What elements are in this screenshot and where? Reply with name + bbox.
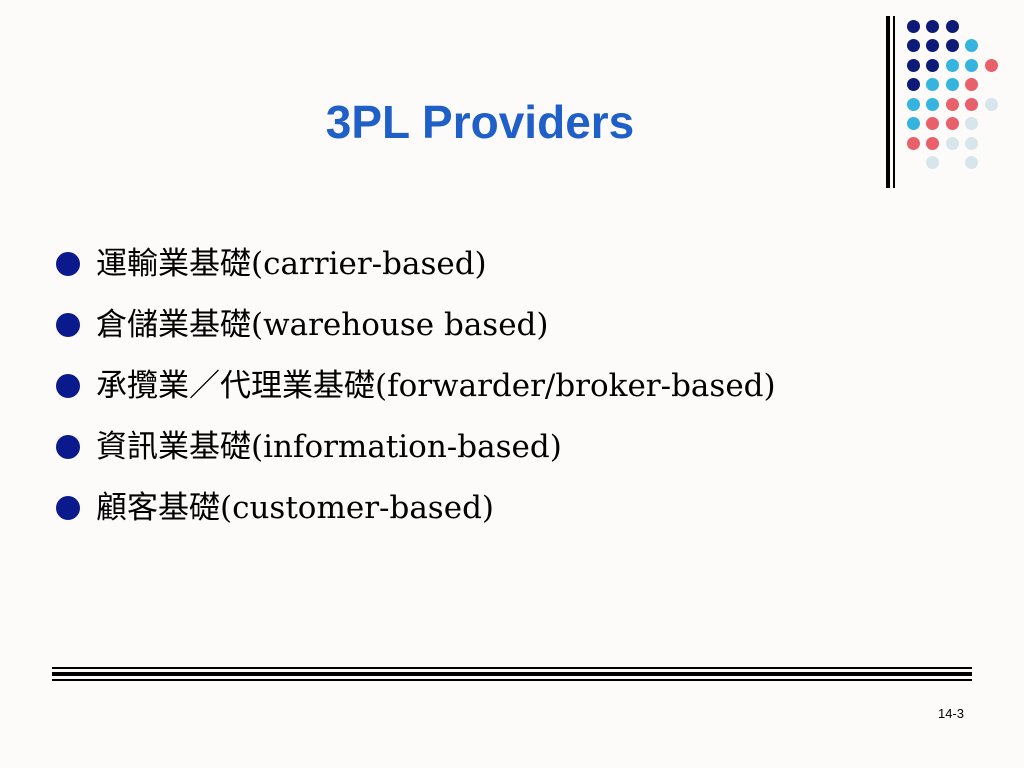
decorative-dot — [945, 136, 959, 150]
decorative-dot — [906, 136, 920, 150]
decorative-dot — [945, 117, 959, 130]
decorative-dot — [926, 39, 939, 52]
bullet-item: 顧客基礎(customer-based) — [56, 480, 1016, 541]
bullet-item: 承攬業／代理業基礎(forwarder/broker-based) — [56, 358, 1016, 419]
decorative-dot — [965, 117, 978, 130]
decorative-dot — [965, 97, 978, 111]
footer-rule-bottom — [52, 679, 972, 681]
decorative-dot — [906, 58, 920, 72]
bullet-list: 運輸業基礎(carrier-based) 倉儲業基礎(warehouse bas… — [56, 236, 1016, 541]
bullet-text: 資訊業基礎(information-based) — [96, 429, 562, 465]
vertical-divider-thin — [893, 16, 895, 188]
bullet-text: 運輸業基礎(carrier-based) — [96, 246, 487, 282]
decorative-dot — [926, 19, 939, 33]
decorative-dot — [926, 58, 939, 72]
slide-title: 3PL Providers — [325, 96, 635, 148]
decorative-dot — [945, 97, 959, 111]
bullet-icon — [56, 313, 80, 337]
decorative-dot — [926, 78, 939, 91]
bullet-item: 資訊業基礎(information-based) — [56, 419, 1016, 480]
decorative-dot — [965, 78, 978, 91]
bullet-item: 倉儲業基礎(warehouse based) — [56, 297, 1016, 358]
decorative-dot — [945, 78, 959, 91]
decorative-dot — [906, 97, 920, 111]
decorative-dot — [926, 156, 939, 169]
decorative-dot — [965, 39, 978, 52]
decorative-dot — [906, 39, 920, 52]
decorative-dot — [984, 97, 998, 111]
bullet-item: 運輸業基礎(carrier-based) — [56, 236, 1016, 297]
bullet-text: 承攬業／代理業基礎(forwarder/broker-based) — [96, 368, 776, 404]
bullet-text: 倉儲業基礎(warehouse based) — [96, 307, 549, 343]
decorative-dot — [926, 136, 939, 150]
bullet-text: 顧客基礎(customer-based) — [96, 490, 495, 526]
decorative-dot — [906, 19, 920, 33]
decorative-dot — [945, 39, 959, 52]
bullet-icon — [56, 252, 80, 276]
footer-rule-middle — [52, 672, 972, 676]
decorative-dot — [965, 156, 978, 169]
decorative-dot — [945, 19, 959, 33]
decorative-dot — [965, 136, 978, 150]
bullet-icon — [56, 435, 80, 459]
footer-rule-top — [52, 667, 972, 669]
decorative-dot — [906, 117, 920, 130]
decorative-dot — [945, 58, 959, 72]
page-number: 14-3 — [937, 706, 964, 721]
decorative-dot — [926, 97, 939, 111]
bullet-icon — [56, 496, 80, 520]
bullet-icon — [56, 374, 80, 398]
decorative-dot — [965, 58, 978, 72]
decorative-dot — [984, 58, 998, 72]
decorative-dot — [926, 117, 939, 130]
vertical-divider — [886, 16, 890, 188]
decorative-dot — [906, 78, 920, 91]
